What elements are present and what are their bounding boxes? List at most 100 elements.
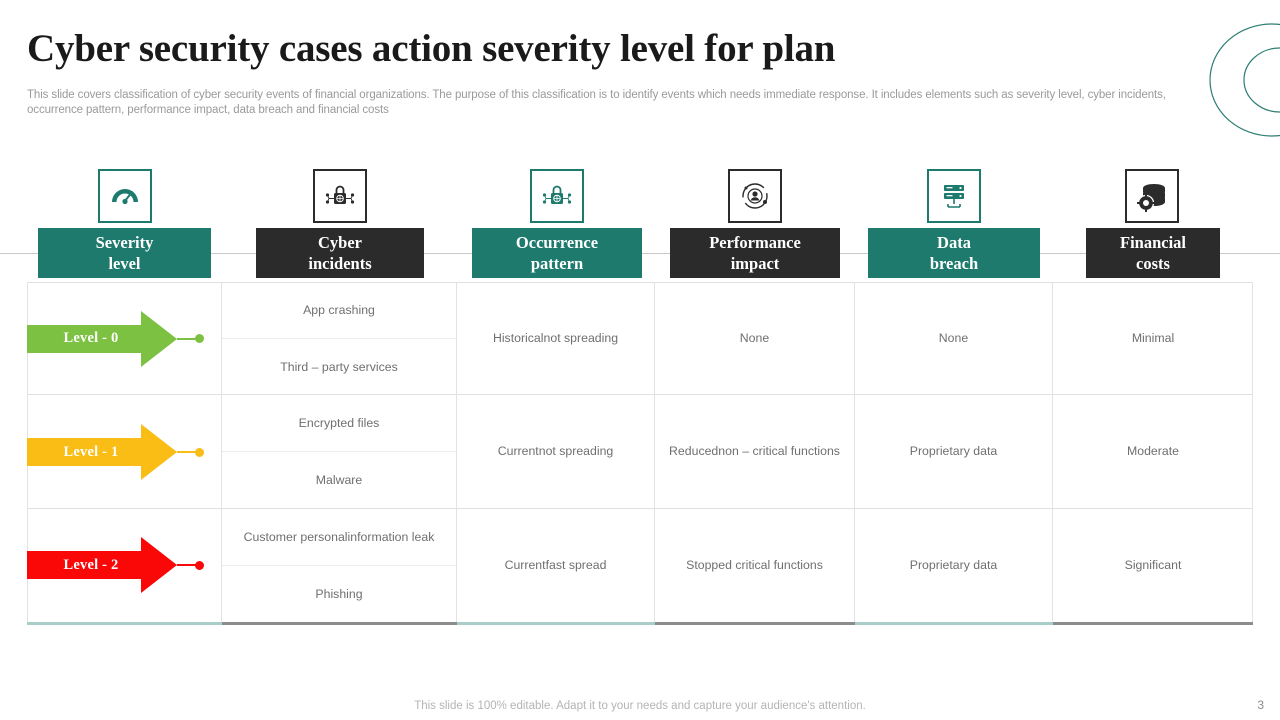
cell-line: not spreading (538, 444, 614, 459)
arrow-head (141, 537, 177, 594)
cell-line: Current (497, 444, 539, 459)
column-header-performance[interactable]: Performance impact (670, 228, 840, 278)
column-header-occurrence[interactable]: Occurrence pattern (472, 228, 642, 278)
decorative-circles (1209, 23, 1280, 137)
cyber-incident-item: Third – party services (222, 339, 456, 395)
financial-costs-cell: Significant (1053, 509, 1253, 622)
financial-costs-cell: Minimal (1053, 282, 1253, 396)
severity-level-cell (27, 395, 222, 509)
column-header-line2: breach (929, 254, 979, 273)
column-header-line2: level (108, 254, 141, 273)
severity-arrow-0[interactable]: Level - 0 (27, 309, 223, 369)
column-header-line1: Occurrence (515, 233, 599, 252)
server-stack-icon (938, 180, 970, 212)
cell-line: Proprietary data (909, 444, 998, 459)
icon-box-occurrence (530, 169, 584, 223)
cell-line: App crashing (303, 302, 375, 317)
column-header-line1: Data (937, 233, 971, 252)
severity-level-cell (27, 508, 222, 622)
page-title: Cyber security cases action severity lev… (27, 27, 836, 70)
column-header-data[interactable]: Data breach (868, 228, 1040, 278)
column-header-line2: incidents (308, 254, 372, 273)
performance-impact-cell: Stopped critical functions (655, 508, 855, 622)
performance-impact-cell: None (655, 282, 855, 396)
cell-line: Moderate (1127, 444, 1179, 459)
cell-line: Third – party services (280, 359, 398, 374)
financial-costs-cell: Moderate (1053, 395, 1253, 509)
arrow-body (27, 438, 147, 466)
cell-line: non – critical functions (718, 444, 840, 459)
cyber-incident-item: App crashing (222, 282, 456, 339)
arrow-body (27, 324, 147, 353)
data-breach-cell: Proprietary data (855, 508, 1053, 622)
data-breach-cell: Proprietary data (855, 395, 1053, 509)
cell-line: Minimal (1131, 331, 1175, 346)
column-header-line2: pattern (530, 254, 584, 273)
severity-level-cell (27, 282, 222, 396)
cyber-incident-item: Malware (222, 452, 456, 508)
severity-arrow-1[interactable]: Level - 1 (27, 422, 223, 482)
column-header-line2: costs (1136, 254, 1170, 273)
footer-note: This slide is 100% editable. Adapt it to… (414, 700, 866, 712)
bottom-border-segment (222, 622, 457, 625)
padlock-network-icon (323, 181, 357, 211)
cell-line: Reduced (669, 444, 719, 459)
cell-line: None (739, 331, 770, 346)
bottom-border-segment (27, 622, 222, 625)
cell-line: not spreading (543, 331, 619, 346)
coins-gear-icon (1135, 180, 1169, 213)
arrow-connector-line (177, 337, 199, 340)
cell-line: fast spread (545, 558, 607, 573)
bottom-border-segment (1053, 622, 1253, 625)
cell-line: Historical (492, 331, 544, 346)
arrow-connector-line (177, 451, 199, 453)
orbit-target-icon (738, 179, 772, 213)
bottom-border-segment (855, 622, 1053, 625)
cell-line: Proprietary data (909, 558, 998, 573)
arrow-connector-dot (195, 447, 204, 457)
column-header-severity[interactable]: Severity level (38, 228, 211, 278)
icon-box-performance (728, 169, 782, 223)
cell-line: Phishing (315, 586, 363, 601)
column-header-financial[interactable]: Financial costs (1086, 228, 1220, 278)
column-header-line1: Financial (1119, 233, 1186, 252)
arrow-body (27, 551, 147, 580)
cell-line: Current (504, 558, 546, 573)
column-header-line1: Performance (709, 233, 801, 252)
padlock-network-icon (540, 181, 574, 211)
icon-box-data (927, 169, 981, 223)
cell-line: Customer personal (243, 529, 348, 544)
icon-box-cyber (313, 169, 367, 223)
severity-level-label: Level - 2 (63, 556, 119, 573)
severity-arrow-2[interactable]: Level - 2 (27, 535, 223, 595)
severity-level-label: Level - 0 (63, 330, 119, 347)
table-right-border (1252, 282, 1253, 622)
cyber-incident-item: Encrypted files (222, 395, 456, 452)
data-breach-cell: None (855, 282, 1053, 396)
column-header-line2: impact (730, 254, 780, 273)
gauge-icon (108, 179, 142, 213)
cyber-incident-item: Phishing (222, 566, 456, 622)
page-number: 3 (1257, 698, 1264, 712)
cell-line: information leak (347, 529, 435, 544)
cell-line: Stopped critical functions (686, 558, 823, 573)
cell-line: Malware (315, 472, 363, 487)
arrow-connector-dot (195, 334, 204, 344)
cell-line: Encrypted files (298, 416, 380, 431)
cell-line: None (938, 331, 969, 346)
bottom-border-segment (655, 622, 855, 625)
page-subtitle: This slide covers classification of cybe… (27, 89, 1166, 116)
bottom-border-segment (457, 622, 655, 625)
arrow-connector-dot (195, 560, 204, 570)
cell-line: Significant (1124, 558, 1182, 573)
column-header-line1: Severity (95, 233, 154, 252)
